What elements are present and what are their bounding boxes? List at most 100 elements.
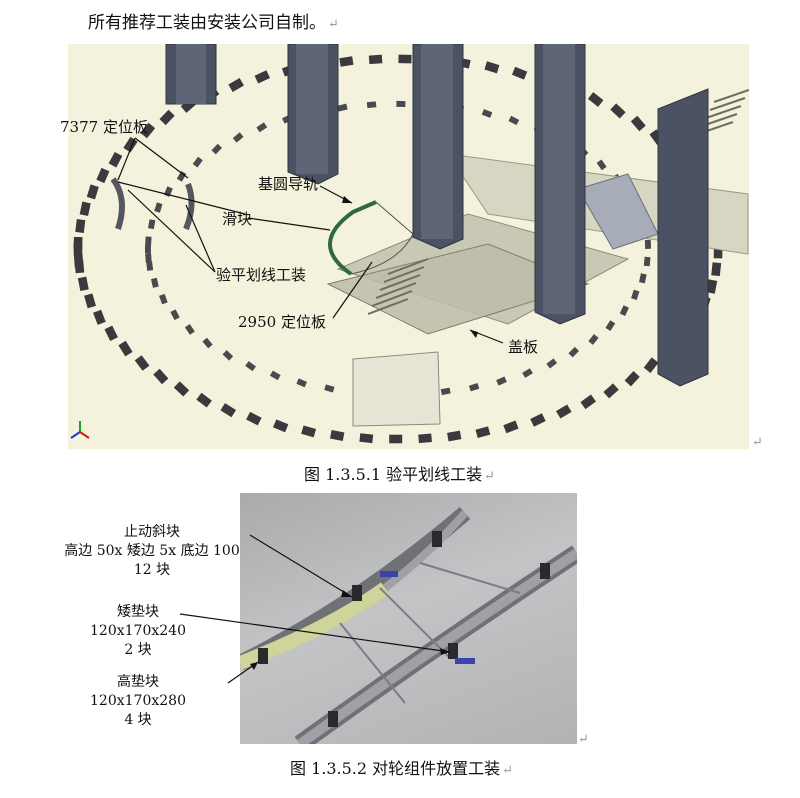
anchor-plate — [440, 387, 451, 396]
cover-plate-shape — [326, 243, 590, 335]
stairs-1 — [367, 258, 429, 315]
anchor-plate — [269, 370, 281, 381]
anchor-plate — [398, 54, 412, 64]
anchor-plate — [631, 289, 640, 301]
anchor-plate — [568, 346, 580, 358]
anchor-plate — [145, 244, 151, 254]
anchor-plate — [108, 151, 123, 168]
anchor-plate — [596, 159, 607, 171]
anchor-plate — [77, 276, 89, 292]
anchor-plate — [154, 202, 163, 213]
anchor-plate — [503, 420, 519, 434]
anchor-plate — [522, 368, 533, 378]
figure-1-caption-text: 图 1.3.5.1 验平划线工装 — [304, 465, 483, 484]
label-high-pad: 高垫块 120x170x280 4 块 — [88, 673, 188, 730]
anchor-plate — [368, 54, 383, 65]
anchor-plate — [220, 403, 237, 418]
low-pad-dims: 120x170x240 — [90, 623, 186, 639]
anchor-plate — [228, 78, 244, 92]
slider-rail-1 — [110, 177, 125, 230]
anchor-plate — [508, 115, 520, 126]
anchor-plate — [639, 273, 647, 284]
paragraph-mark: ↵ — [484, 469, 496, 484]
label-base-circle-rail: 基圆导轨 — [258, 175, 319, 193]
anchor-plate — [176, 171, 187, 182]
anchor-plate — [619, 305, 629, 316]
anchor-plate — [610, 103, 626, 119]
stop-wedge-block — [352, 585, 362, 601]
intro-text: 所有推荐工装由安装公司自制。 — [88, 13, 326, 33]
label-slider: 滑块 — [222, 210, 253, 228]
anchor-plate — [481, 109, 493, 118]
anchor-plate — [96, 167, 110, 184]
anchor-plate — [140, 122, 156, 139]
anchor-plate — [587, 92, 604, 107]
stop-wedge-qty: 12 块 — [133, 562, 171, 578]
figure-2-wheel-assembly-render — [240, 493, 577, 744]
anchor-plate — [211, 143, 223, 155]
anchor-plate — [324, 384, 335, 393]
figure-1-scene — [73, 44, 749, 444]
high-pad-title: 高垫块 — [117, 674, 159, 690]
anchor-plate — [339, 56, 354, 67]
anchor-plate — [530, 413, 546, 427]
anchor-plate — [624, 370, 640, 387]
anchor-plate — [86, 184, 99, 200]
anchor-plate — [256, 122, 268, 133]
anchor-plate — [706, 279, 718, 294]
anchor-plate — [329, 430, 345, 441]
anchor-plate — [134, 355, 150, 371]
paragraph-mark: ↵ — [502, 763, 514, 778]
anchor-plate — [630, 115, 646, 132]
anchor-plate — [202, 337, 213, 349]
anchor-plate — [511, 66, 528, 80]
anchor-plate — [170, 309, 180, 321]
anchor-plate — [150, 277, 159, 288]
intro-paragraph: 所有推荐工装由安装公司自制。↵ — [88, 8, 339, 33]
paragraph-mark: ↵ — [578, 732, 589, 747]
anchor-plate — [711, 262, 722, 277]
label-stop-wedge: 止动斜块 高边 50x 矮边 5x 底边 100 12 块 — [62, 523, 242, 580]
anchor-plate — [153, 368, 169, 385]
high-pad-dims: 120x170x280 — [90, 693, 186, 709]
label-locating-plate-2950: 2950 定位板 — [238, 313, 326, 331]
anchor-plate — [254, 70, 271, 84]
stairs-2 — [697, 89, 749, 135]
paragraph-mark: ↵ — [328, 17, 339, 32]
anchor-plate — [475, 426, 491, 439]
anchor-plate — [556, 404, 572, 419]
anchor-plate — [447, 430, 462, 442]
anchor-plate — [118, 340, 133, 357]
label-locating-plate-7377: 7377 定位板 — [60, 118, 148, 136]
anchor-plate — [184, 324, 195, 335]
figure-1-caption: 图 1.3.5.1 验平划线工装↵ — [304, 461, 495, 485]
anchor-plate — [643, 357, 659, 373]
anchor-plate — [245, 361, 256, 372]
figure-1-leveling-tool-render — [68, 44, 749, 449]
anchor-plate — [73, 242, 83, 256]
label-cover-plate: 盖板 — [508, 338, 539, 356]
anchor-plate — [222, 350, 234, 361]
paragraph-mark: ↵ — [752, 435, 763, 450]
anchor-plate — [192, 156, 203, 168]
anchor-plate — [246, 411, 262, 426]
anchor-plate — [468, 382, 480, 392]
anchor-plate — [273, 419, 289, 433]
anchor-plate — [418, 433, 432, 444]
anchor-plate — [389, 434, 403, 444]
anchor-plate — [337, 103, 348, 112]
anchor-plate — [603, 383, 619, 399]
anchor-plate — [163, 186, 173, 197]
low-pad-qty: 2 块 — [124, 642, 152, 658]
anchor-plate — [79, 201, 91, 217]
anchor-plate — [196, 392, 212, 408]
anchor-plate — [605, 320, 616, 332]
anchor-plate — [146, 261, 154, 271]
anchor-plate — [75, 219, 86, 233]
axis-triad-icon — [70, 421, 90, 439]
anchor-plate — [159, 293, 168, 305]
high-pad-qty: 4 块 — [124, 712, 152, 728]
anchor-plate — [232, 132, 244, 143]
slider-rail-2 — [183, 182, 195, 231]
anchor-plate — [359, 433, 374, 444]
